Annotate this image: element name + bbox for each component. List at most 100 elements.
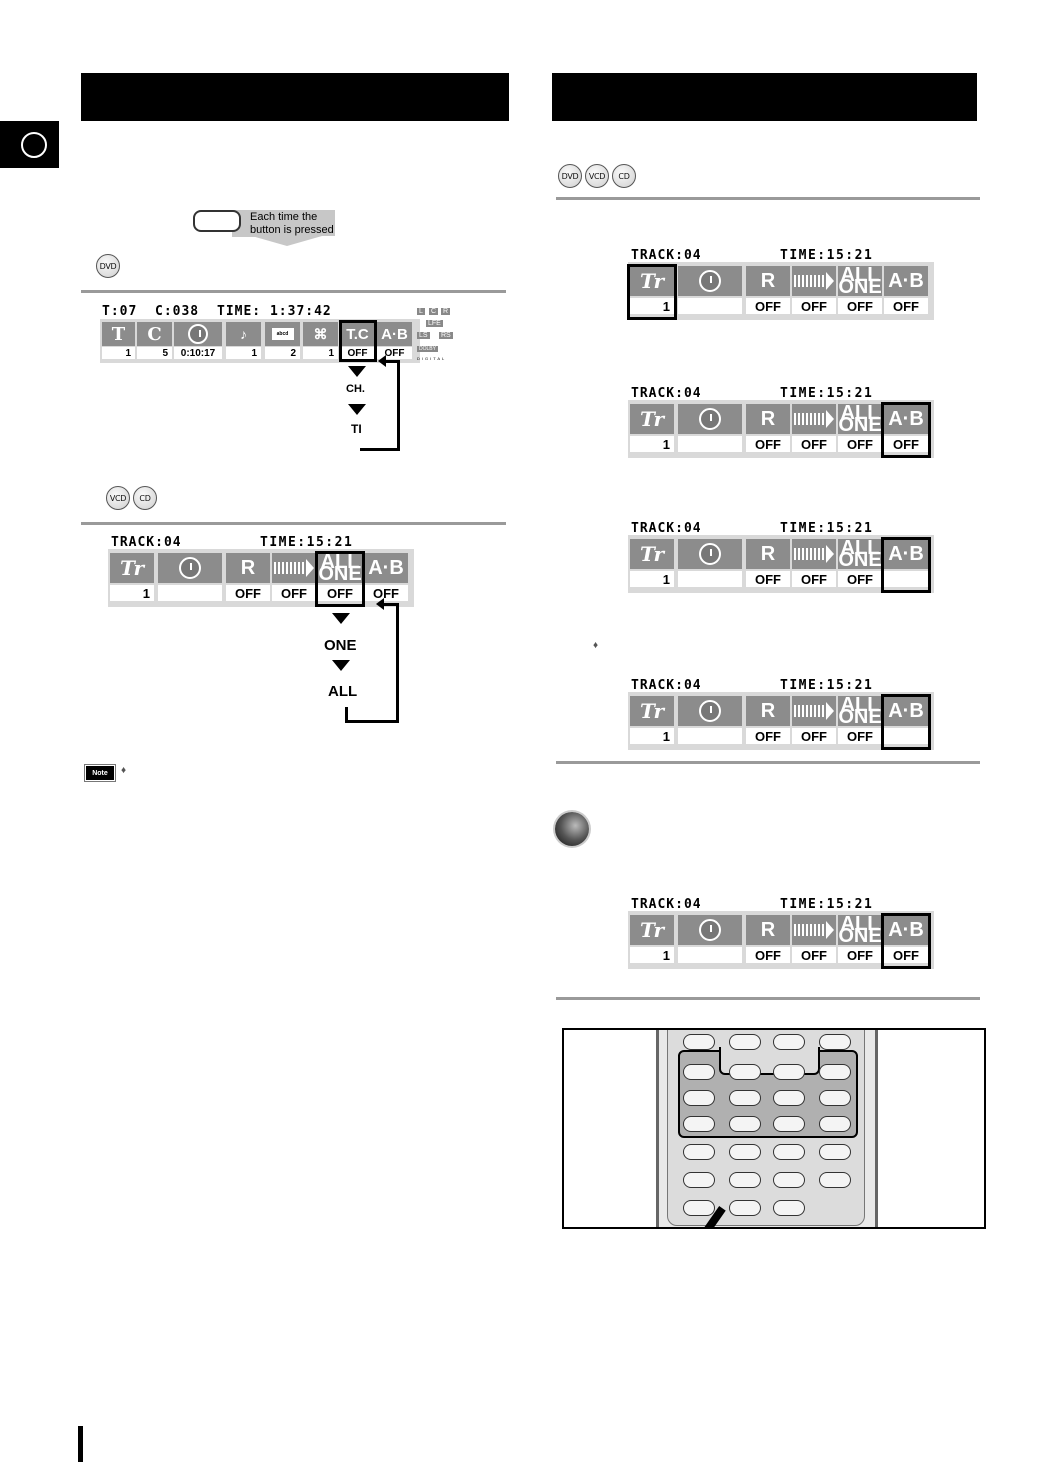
press-hint: Each time the button is pressed	[192, 209, 337, 247]
one-label: ONE	[838, 706, 882, 728]
intro-arrow-icon	[792, 404, 836, 434]
ab-label: A·B	[377, 322, 412, 346]
remote-body	[656, 1030, 878, 1227]
left-dvd-rule	[81, 290, 506, 293]
all-one-value: OFF	[838, 947, 882, 963]
time-label: TIME:15:21	[780, 248, 874, 263]
all-one-value: OFF	[318, 585, 362, 601]
time-label: TIME:15:21	[780, 521, 874, 536]
remote-illustration	[562, 1028, 986, 1229]
repeat-r-icon: R	[746, 404, 790, 434]
dvd-disc-icon: DVD	[96, 254, 120, 278]
selected-highlight	[881, 402, 931, 458]
track-icon: Tr	[110, 553, 154, 583]
time-value	[158, 585, 222, 601]
all-label: ALL	[840, 537, 880, 559]
remote-button	[773, 1200, 805, 1216]
press-hint-line2: button is pressed	[250, 224, 334, 236]
cd-disc-icon: CD	[133, 486, 157, 510]
clock-icon	[678, 404, 742, 434]
dvd-osd-chapter: C:038	[155, 304, 200, 319]
track-value: 1	[630, 436, 674, 452]
remote-button	[819, 1172, 851, 1188]
intro-arrow-icon	[792, 915, 836, 945]
remote-button	[773, 1172, 805, 1188]
remote-button	[683, 1116, 715, 1132]
time-value	[678, 947, 742, 963]
flow-arrow-3	[332, 613, 350, 624]
tc-label: T.C	[341, 322, 374, 346]
right-dvd-disc-icon: DVD	[558, 164, 582, 188]
repeat-value: OFF	[746, 298, 790, 314]
all-one-value: OFF	[838, 298, 882, 314]
track-value: 1	[110, 585, 154, 601]
ab-value	[884, 571, 928, 587]
track-icon: Tr	[630, 266, 674, 296]
return-arrow-icon-2	[376, 598, 384, 610]
right-section-header-bar	[552, 73, 977, 121]
track-label: TRACK:04	[631, 897, 702, 912]
time-value	[678, 298, 742, 314]
all-label: ALL	[840, 913, 880, 935]
all-label: ALL	[840, 694, 880, 716]
remote-button	[773, 1116, 805, 1132]
track-label: TRACK:04	[111, 535, 182, 550]
angle-icon: ⌘	[303, 322, 338, 346]
dvd-value-time: 0:10:17	[174, 347, 222, 359]
track-icon: Tr	[630, 404, 674, 434]
dvd-value-angle: 1	[303, 347, 338, 359]
speaker-ls: LS	[417, 332, 430, 339]
remote-button	[683, 1034, 715, 1050]
repeat-value: OFF	[746, 728, 790, 744]
remote-button	[819, 1144, 851, 1160]
remote-button	[729, 1200, 761, 1216]
track-icon: Tr	[630, 915, 674, 945]
ab-icon: A·B	[884, 404, 928, 434]
one-label: ONE	[838, 925, 882, 947]
all-one-value: OFF	[838, 436, 882, 452]
audio-icon: ♪	[226, 322, 261, 346]
track-value: 1	[630, 298, 674, 314]
dvd-value-subtitle: 2	[265, 347, 300, 359]
page-edge-bar	[78, 1426, 83, 1462]
intro-value: OFF	[792, 436, 836, 452]
flow-ti: TI	[351, 422, 362, 436]
dvd-value-audio: 1	[226, 347, 261, 359]
time-value	[678, 436, 742, 452]
all-label: ALL	[320, 551, 360, 573]
return-arrow-icon	[378, 355, 386, 367]
all-one-value: OFF	[838, 571, 882, 587]
time-label: TIME:15:21	[780, 386, 874, 401]
digital-text: DIGITAL	[417, 356, 447, 361]
repeat-r-icon: R	[226, 553, 270, 583]
remote-button	[729, 1144, 761, 1160]
right-mid-rule	[556, 761, 980, 764]
remote-button	[729, 1090, 761, 1106]
remote-button	[683, 1064, 715, 1080]
time-label: TIME:15:21	[260, 535, 354, 550]
title-icon: T	[102, 322, 135, 346]
clock-icon	[678, 539, 742, 569]
remote-button	[729, 1116, 761, 1132]
clock-icon	[678, 915, 742, 945]
repeat-value: OFF	[746, 436, 790, 452]
track-icon: Tr	[630, 539, 674, 569]
intro-value: OFF	[792, 298, 836, 314]
vcd-disc-icon: VCD	[106, 486, 130, 510]
chapter-icon: C	[137, 322, 172, 346]
track-icon: Tr	[630, 696, 674, 726]
ab-icon: A·B	[364, 553, 408, 583]
dolby-logo: DOLBY	[417, 346, 438, 352]
left-cd-rule	[81, 522, 506, 525]
press-hint-line1: Each time the	[250, 211, 318, 223]
ab-value: OFF	[364, 585, 408, 601]
ab-value: OFF	[884, 298, 928, 314]
remote-button	[773, 1144, 805, 1160]
repeat-value: OFF	[746, 947, 790, 963]
ab-icon: A·B	[884, 696, 928, 726]
